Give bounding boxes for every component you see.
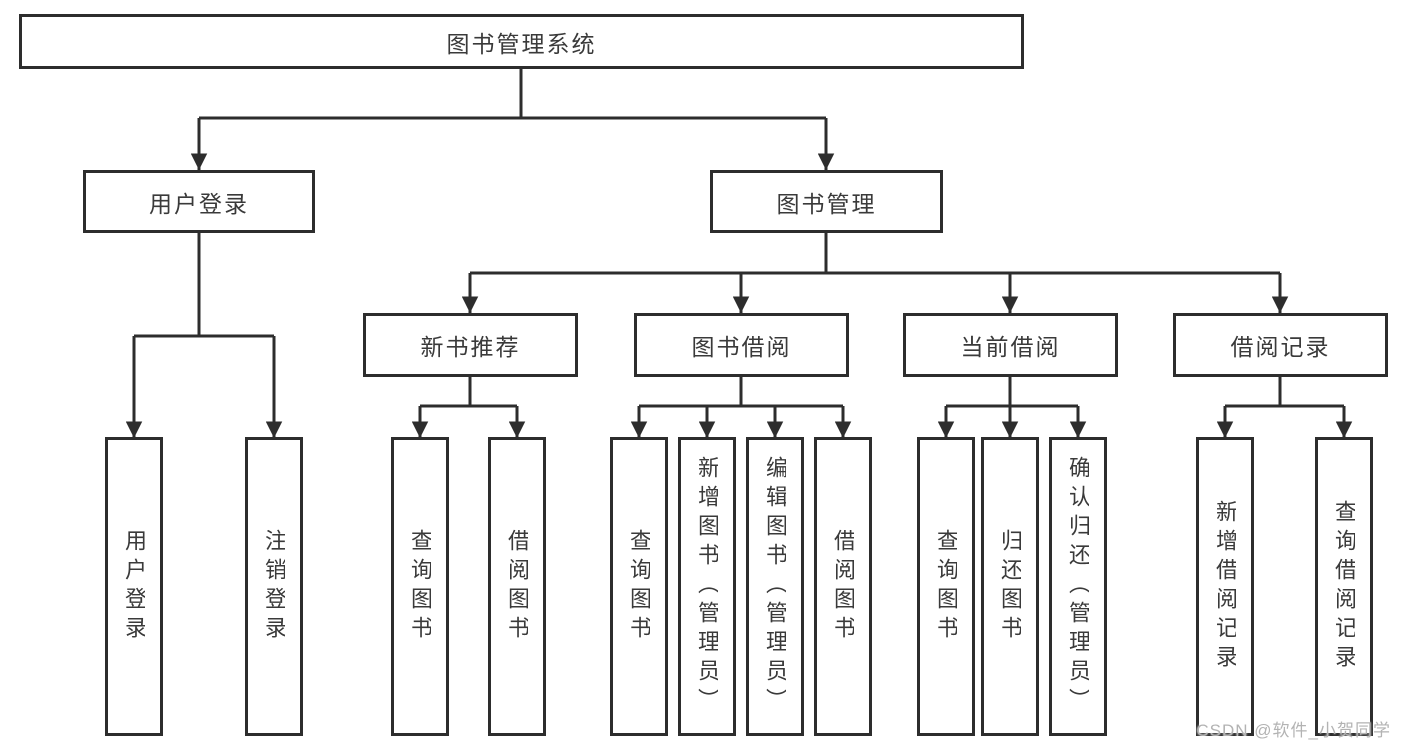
leaf-edit-book-admin-label: 编辑图书（管理员） <box>764 456 786 717</box>
leaf-query-book-recommend-label: 查询图书 <box>409 528 431 645</box>
leaf-query-book-recommend: 查询图书 <box>391 437 449 736</box>
leaf-borrow-book-recommend-label: 借阅图书 <box>506 528 528 645</box>
leaf-add-book-admin-label: 新增图书（管理员） <box>696 456 718 717</box>
leaf-logout: 注销登录 <box>245 437 303 736</box>
leaf-add-borrow-record: 新增借阅记录 <box>1196 437 1254 736</box>
leaf-query-book-borrow: 查询图书 <box>610 437 668 736</box>
leaf-confirm-return-admin: 确认归还（管理员） <box>1049 437 1107 736</box>
leaf-query-borrow-record-label: 查询借阅记录 <box>1333 499 1355 674</box>
leaf-add-borrow-record-label: 新增借阅记录 <box>1214 499 1236 674</box>
node-current-borrowing: 当前借阅 <box>903 313 1118 377</box>
node-book-management: 图书管理 <box>710 170 943 233</box>
leaf-borrow-book-recommend: 借阅图书 <box>488 437 546 736</box>
node-user-login: 用户登录 <box>83 170 315 233</box>
leaf-edit-book-admin: 编辑图书（管理员） <box>746 437 804 736</box>
node-library-management-system: 图书管理系统 <box>19 14 1024 69</box>
leaf-query-book-current-label: 查询图书 <box>935 528 957 645</box>
leaf-return-book-label: 归还图书 <box>999 528 1021 645</box>
leaf-user-login: 用户登录 <box>105 437 163 736</box>
leaf-user-login-label: 用户登录 <box>123 528 145 645</box>
leaf-logout-label: 注销登录 <box>263 528 285 645</box>
leaf-borrow-book: 借阅图书 <box>814 437 872 736</box>
leaf-confirm-return-admin-label: 确认归还（管理员） <box>1067 456 1089 717</box>
node-borrowing-records: 借阅记录 <box>1173 313 1388 377</box>
csdn-watermark: CSDN @软件_小贺同学 <box>1196 721 1391 740</box>
leaf-return-book: 归还图书 <box>981 437 1039 736</box>
leaf-query-book-borrow-label: 查询图书 <box>628 528 650 645</box>
leaf-query-book-current: 查询图书 <box>917 437 975 736</box>
node-new-book-recommendation: 新书推荐 <box>363 313 578 377</box>
leaf-query-borrow-record: 查询借阅记录 <box>1315 437 1373 736</box>
leaf-borrow-book-label: 借阅图书 <box>832 528 854 645</box>
node-book-borrowing: 图书借阅 <box>634 313 849 377</box>
leaf-add-book-admin: 新增图书（管理员） <box>678 437 736 736</box>
